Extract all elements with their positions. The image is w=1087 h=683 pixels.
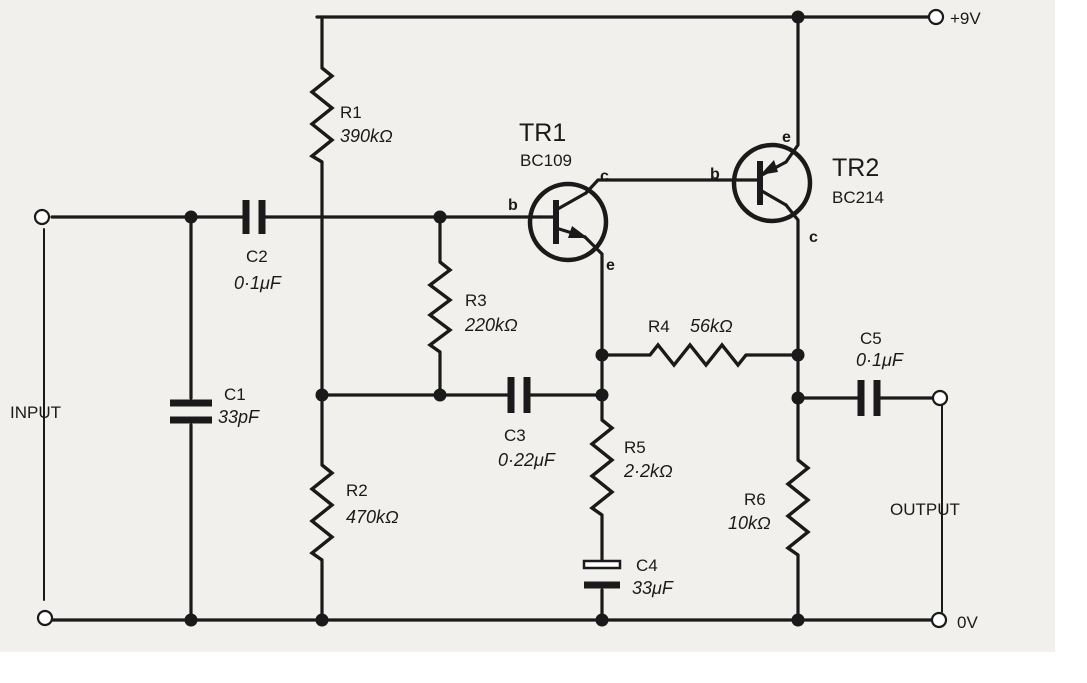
- paper-background: [0, 0, 1055, 652]
- junction-dot: [791, 348, 805, 362]
- input-terminal-bottom: [36, 609, 54, 627]
- r4-ref-label: R4: [648, 317, 670, 336]
- junction-dot: [315, 613, 329, 627]
- tr1-part-label: BC109: [520, 151, 572, 170]
- output-label: OUTPUT: [890, 500, 960, 519]
- capacitor-c4: [582, 559, 622, 589]
- c3-value-label: 0·22μF: [498, 450, 556, 470]
- tr2-pin-e: e: [782, 129, 791, 146]
- r3-value-label: 220kΩ: [464, 315, 518, 335]
- tr2-pin-c: c: [809, 229, 818, 246]
- resistor-r3: [427, 260, 453, 354]
- tr1-pin-c: c: [600, 168, 609, 185]
- r5-value-label: 2·2kΩ: [623, 461, 673, 481]
- tr1-ref-label: TR1: [519, 119, 566, 147]
- supply-terminal-0v: [930, 611, 948, 629]
- wires: [43, 15, 943, 622]
- r5-ref-label: R5: [624, 438, 646, 457]
- capacitor-c2: [242, 200, 266, 234]
- tr1-pin-e: e: [606, 257, 615, 274]
- tr2-ref-label: TR2: [832, 154, 879, 182]
- resistor-r1: [309, 66, 335, 164]
- r6-ref-label: R6: [744, 490, 766, 509]
- input-terminal-top: [33, 208, 51, 226]
- junction-dot: [315, 388, 329, 402]
- r2-ref-label: R2: [346, 481, 368, 500]
- r2-value-label: 470kΩ: [346, 507, 399, 527]
- tr2-collector-wire: [784, 203, 800, 622]
- terminals: [33, 8, 949, 629]
- junction-dot: [433, 388, 447, 402]
- resistor-r2: [309, 463, 335, 562]
- transistor-tr1: [527, 181, 609, 263]
- tr2-pin-b: b: [710, 166, 720, 183]
- r1-value-label: 390kΩ: [340, 126, 393, 146]
- input-label: INPUT: [10, 403, 61, 422]
- c4-ref-label: C4: [636, 556, 658, 575]
- transistor-tr2: [731, 142, 813, 224]
- junction-dot: [184, 210, 198, 224]
- resistor-r4: [648, 342, 748, 368]
- junction-dot: [791, 391, 805, 405]
- r6-value-label: 10kΩ: [728, 513, 771, 533]
- junction-dot: [595, 348, 609, 362]
- c2-value-label: 0·1μF: [234, 273, 282, 293]
- r3-ref-label: R3: [465, 291, 487, 310]
- junction-dot: [433, 210, 447, 224]
- tr1-pin-b: b: [508, 197, 518, 214]
- output-terminal-top: [931, 389, 949, 407]
- r1-ref-label: R1: [340, 103, 362, 122]
- c5-ref-label: C5: [860, 329, 882, 348]
- c1-ref-label: C1: [224, 385, 246, 404]
- c5-value-label: 0·1μF: [856, 350, 904, 370]
- supply-terminal-9v: [927, 8, 945, 26]
- capacitor-c1: [170, 399, 212, 424]
- capacitor-c5: [857, 380, 881, 416]
- c1-value-label: 33pF: [218, 407, 260, 427]
- junction-dot: [791, 10, 805, 24]
- resistor-r5: [589, 418, 615, 517]
- tr2-part-label: BC214: [832, 188, 884, 207]
- tr2-emitter-wire: [784, 15, 800, 164]
- capacitor-c3: [507, 377, 531, 413]
- c3-ref-label: C3: [504, 426, 526, 445]
- junctions: [184, 10, 805, 627]
- resistors: [309, 66, 811, 562]
- junction-dot: [791, 613, 805, 627]
- c4-value-label: 33μF: [632, 578, 674, 598]
- c2-ref-label: C2: [246, 247, 268, 266]
- r4-value-label: 56kΩ: [690, 316, 733, 336]
- capacitors: [170, 200, 881, 589]
- supply-label-9v: +9V: [950, 9, 981, 28]
- supply-label-0v: 0V: [957, 613, 978, 632]
- labels: +9V 0V INPUT OUTPUT TR1 BC109 b c e TR2 …: [10, 9, 981, 632]
- resistor-r6: [785, 458, 811, 557]
- junction-dot: [595, 613, 609, 627]
- junction-dot: [184, 613, 198, 627]
- junction-dot: [595, 388, 609, 402]
